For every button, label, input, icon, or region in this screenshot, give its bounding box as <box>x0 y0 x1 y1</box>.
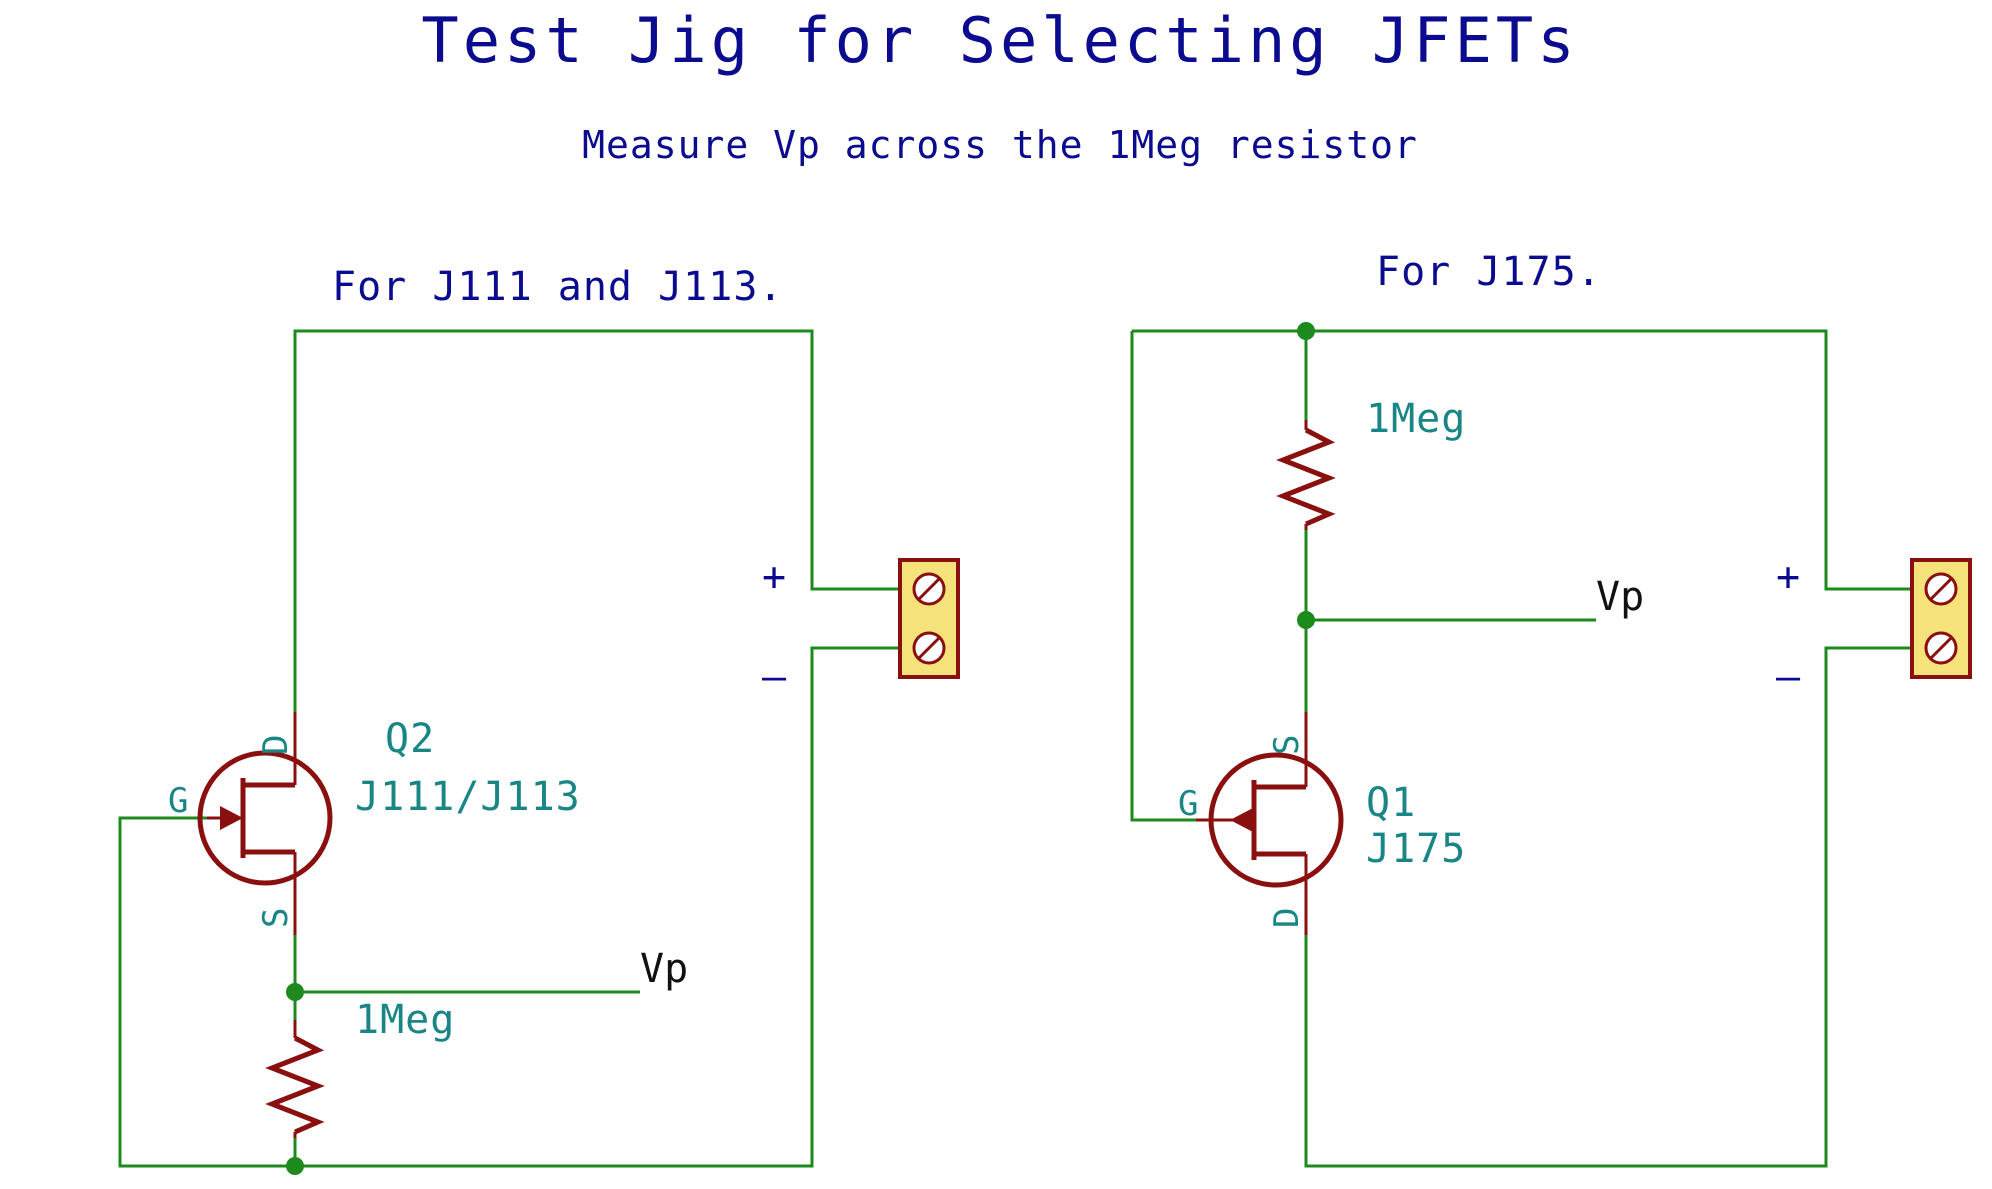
diagram-subtitle: Measure Vp across the 1Meg resistor <box>582 123 1418 167</box>
left-resistor-value: 1Meg <box>355 997 455 1043</box>
right-jfet-pin-d: D <box>1267 908 1307 928</box>
left-circuit-heading: For J111 and J113. <box>332 264 783 310</box>
right-resistor <box>1276 420 1336 530</box>
right-jfet-gate-arrow <box>1230 808 1253 832</box>
left-jfet-pin-g: G <box>168 781 188 821</box>
left-junction-vp <box>286 983 304 1001</box>
right-junction-vp <box>1297 611 1315 629</box>
right-terminal-block <box>1910 558 1972 679</box>
left-terminal-block <box>898 558 960 679</box>
right-terminal-plus-sign: + <box>1776 554 1800 600</box>
right-wires <box>1130 329 1912 1168</box>
right-resistor-zigzag <box>1276 427 1336 527</box>
left-net-label-vp: Vp <box>640 946 688 992</box>
right-jfet-value: J175 <box>1366 826 1466 872</box>
left-jfet-pin-d: D <box>256 735 296 755</box>
diagram-title: Test Jig for Selecting JFETs <box>421 4 1578 77</box>
left-jfet-gate-arrow <box>220 806 243 830</box>
right-junction-top <box>1297 322 1315 340</box>
left-jfet-pin-s: S <box>256 908 296 928</box>
right-jfet-symbol <box>1196 712 1344 935</box>
right-wire-drain-minus <box>1304 646 1912 1168</box>
left-wire-minus-gate <box>118 646 900 1168</box>
right-wire-gate <box>1130 331 1196 822</box>
right-terminal-minus-sign: – <box>1776 654 1801 700</box>
left-resistor <box>265 1020 325 1138</box>
left-junction-bottom <box>286 1157 304 1175</box>
left-jfet-symbol <box>197 712 333 935</box>
left-wires <box>118 329 900 1168</box>
right-circuit: For J175. 1Meg Vp <box>1130 249 1972 1168</box>
right-wire-top-plus <box>1132 329 1912 591</box>
left-jfet-ref: Q2 <box>385 716 435 762</box>
left-wire-drain-plus <box>293 329 900 712</box>
right-net-label-vp: Vp <box>1596 574 1644 620</box>
left-circuit: For J111 and J113. 1Meg Vp <box>118 264 960 1175</box>
right-jfet-pin-g: G <box>1178 784 1198 824</box>
right-circuit-heading: For J175. <box>1376 249 1602 295</box>
left-terminal-plus-sign: + <box>762 554 786 600</box>
left-resistor-zigzag <box>265 1035 325 1135</box>
left-jfet-value: J111/J113 <box>355 774 581 820</box>
right-jfet-ref: Q1 <box>1366 780 1416 826</box>
right-jfet-pin-s: S <box>1267 735 1307 755</box>
left-terminal-minus-sign: – <box>762 654 787 700</box>
right-resistor-value: 1Meg <box>1366 396 1466 442</box>
left-jfet-body <box>197 750 333 886</box>
